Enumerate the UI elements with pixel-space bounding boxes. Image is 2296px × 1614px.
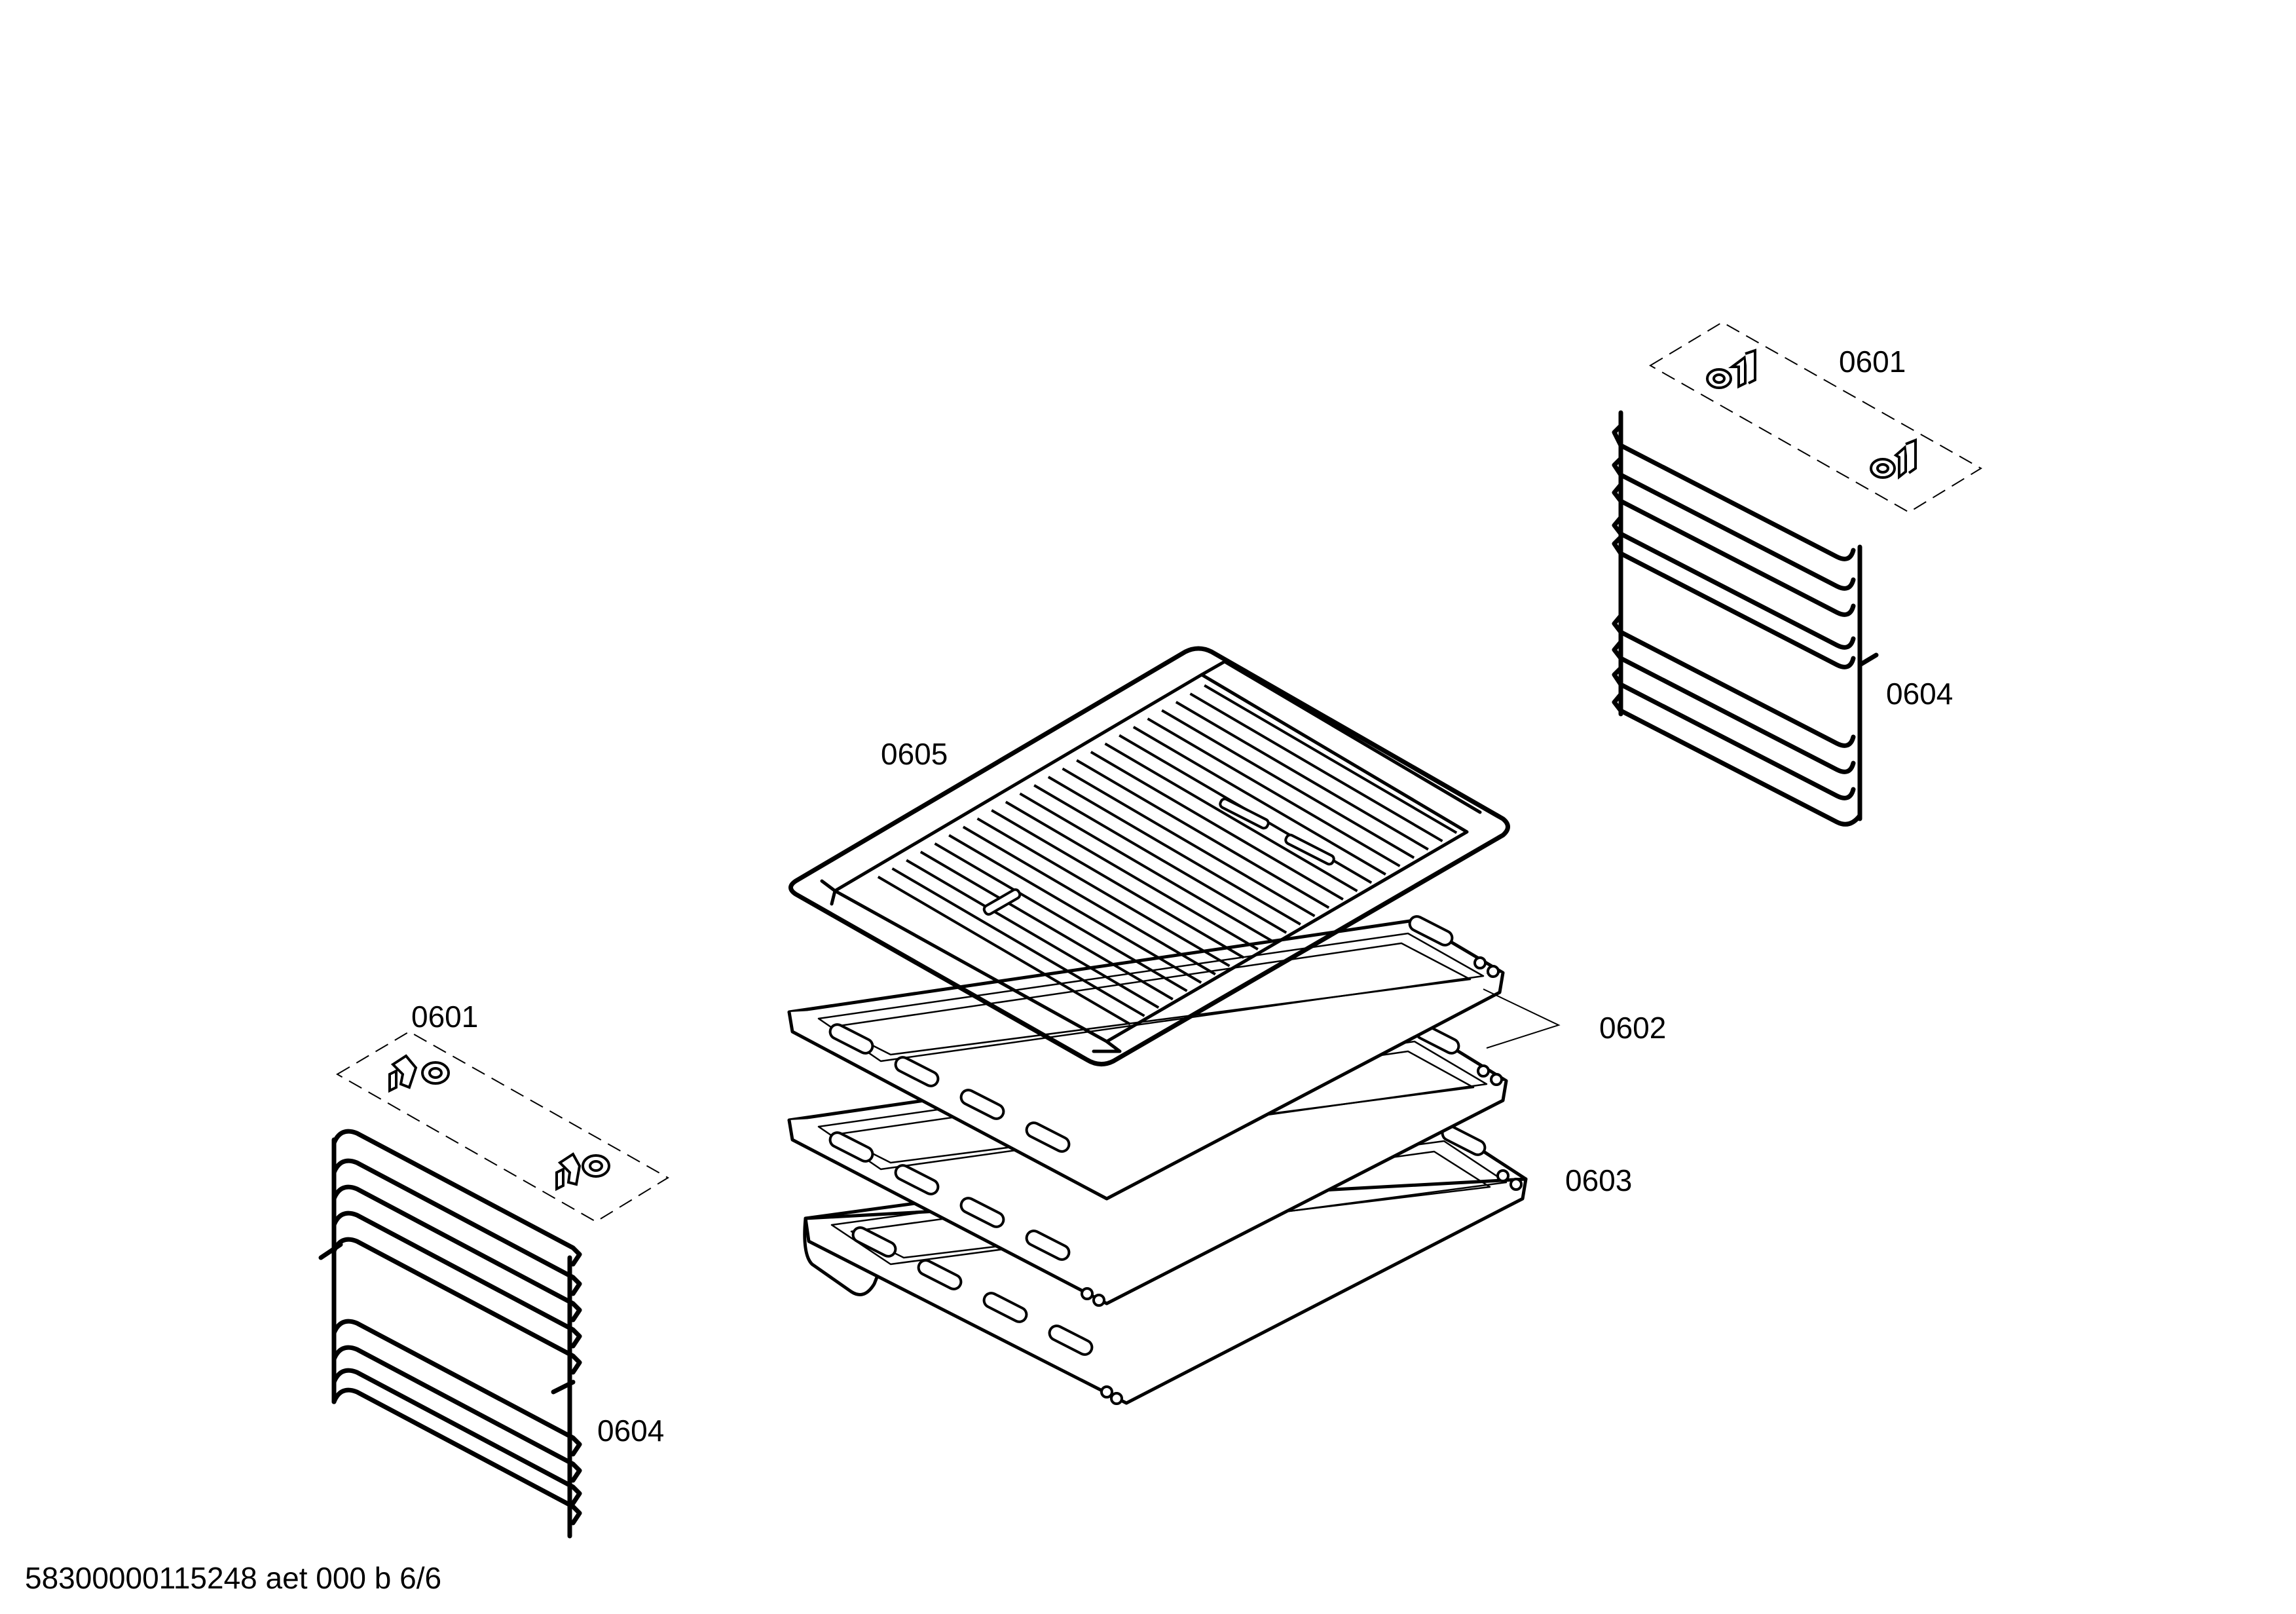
shelf-bar (891, 867, 1145, 1017)
clip-left-upper (388, 1054, 450, 1093)
shelf-bar (906, 859, 1160, 1009)
shelf-bar (1147, 717, 1401, 867)
tray-0603-slots (851, 1125, 1487, 1356)
shelf-support-left-0604 (318, 1129, 582, 1539)
shelf-bar (976, 817, 1231, 967)
callout-0604-left: 0604 (597, 1414, 664, 1448)
shelf-bar (1132, 726, 1386, 876)
shelf-bars (877, 684, 1458, 1026)
callout-0605: 0605 (881, 737, 948, 771)
shelf-bar (1047, 776, 1301, 926)
shelf-bar (1033, 784, 1287, 934)
shelf-bar (919, 850, 1174, 1001)
shelf-bar (1175, 701, 1429, 851)
shelf-bar (1090, 751, 1344, 901)
shelf-bar (1062, 767, 1316, 918)
tray-0602-upper-slots (828, 915, 1454, 1153)
shelf-bar (948, 834, 1202, 984)
clip-right-lower (1870, 438, 1917, 480)
shelf-bar (1204, 684, 1458, 835)
enamel-tray-0602-upper (787, 915, 1505, 1201)
shelf-bar (1005, 800, 1259, 950)
shelf-bar (991, 809, 1245, 959)
clip-right-upper (1706, 348, 1756, 389)
shelf-bar (1019, 792, 1273, 943)
callout-0603: 0603 (1565, 1163, 1632, 1197)
clip-left-lower (555, 1152, 610, 1192)
wire-shelf-0605 (788, 646, 1510, 1066)
callout-0601-top: 0601 (1839, 345, 1906, 379)
shelf-bar (1104, 742, 1358, 893)
shelf-bar (1189, 692, 1443, 842)
shelf-bar (962, 825, 1216, 976)
shelf-bar (1161, 709, 1415, 859)
callout-0602: 0602 (1599, 1011, 1666, 1045)
clips-right-0601 (1649, 321, 1982, 514)
document-id: 58300000115248 aet 000 b 6/6 (25, 1561, 441, 1595)
shelf-bar (877, 875, 1131, 1026)
shelf-bar (1076, 759, 1330, 909)
shelf-support-right-0604 (1612, 410, 1879, 827)
callout-0604-right: 0604 (1886, 677, 1953, 711)
clips-left-0601 (336, 1030, 669, 1223)
callout-0601-left: 0601 (411, 1000, 478, 1034)
shelf-bar (934, 842, 1188, 992)
leader-0602 (1483, 988, 1561, 1049)
